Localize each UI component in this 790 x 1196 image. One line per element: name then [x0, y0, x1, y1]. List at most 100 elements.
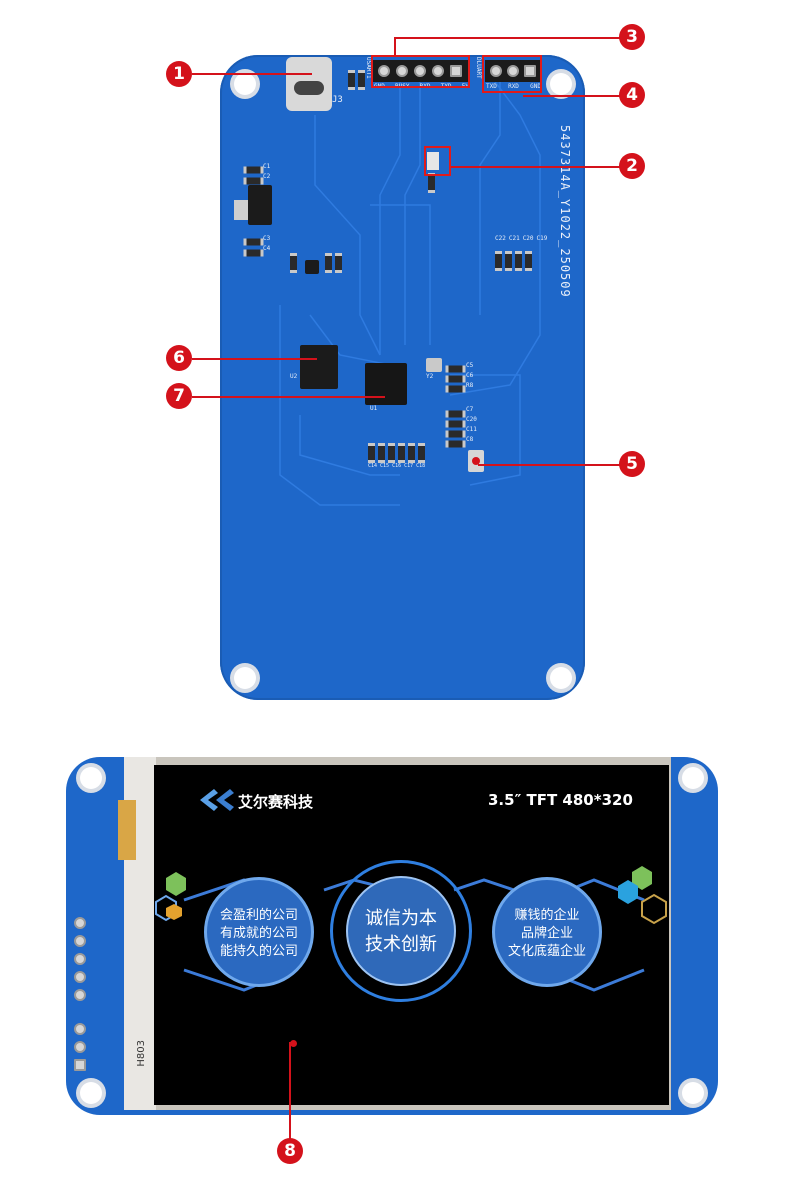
silk-c20: C20 — [522, 235, 534, 242]
capacitor — [290, 253, 297, 273]
capacitor-c2 — [243, 177, 264, 185]
leader-line-6 — [192, 358, 317, 360]
left-slogan-circle: 会盈利的公司 有成就的公司 能持久的公司 — [204, 877, 314, 987]
center-slogan-line-1: 诚信为本 — [365, 908, 437, 929]
edge-pin — [74, 989, 86, 1001]
lcd-screen: 艾尔赛科技 3.5″ TFT 480*320 会盈利的公司 有成就的公司 能持久… — [154, 765, 669, 1105]
label-txd: TXD — [486, 83, 497, 90]
header-pin — [507, 65, 519, 77]
header-pin — [414, 65, 426, 77]
edge-pin — [74, 1023, 86, 1035]
header1-title: USART1 — [365, 57, 372, 79]
capacitor-c7 — [445, 410, 466, 418]
leader-line-1 — [192, 73, 312, 75]
brand-logo-icon — [200, 789, 234, 811]
marker-5: 5 — [619, 451, 645, 477]
resistor-r5 — [358, 70, 365, 90]
marker-3: 3 — [619, 24, 645, 50]
crystal-y2 — [426, 358, 442, 372]
silk-c14: C14 — [368, 463, 378, 469]
leader-line-4 — [523, 95, 623, 97]
mounting-hole-bottom-right — [550, 667, 572, 689]
leader-line-2 — [451, 166, 623, 168]
resistor-r4 — [348, 70, 355, 90]
marker-6: 6 — [166, 345, 192, 371]
usb-c-opening — [294, 81, 324, 95]
marker-8-dot — [290, 1040, 297, 1047]
resistor — [428, 173, 435, 193]
mounting-hole-top-left — [234, 73, 256, 95]
silk-c4: C4 — [263, 245, 271, 252]
transistor — [305, 260, 319, 274]
flash-chip-u2 — [300, 345, 338, 389]
center-slogan-line-2: 技术创新 — [365, 934, 437, 955]
capacitor-c17 — [408, 443, 415, 463]
edge-pin-square — [74, 1059, 86, 1071]
left-slogan-line-2: 有成就的公司 — [219, 926, 298, 941]
capacitor — [378, 443, 385, 463]
regulator-tab — [234, 200, 248, 220]
fpc-connector — [118, 800, 136, 860]
capacitor-c15 — [388, 443, 395, 463]
crystal-labels: C5 C6 R8 — [466, 361, 473, 391]
edge-pin — [74, 935, 86, 947]
silk-c18: C18 — [416, 463, 426, 469]
silk-c1: C1 — [263, 163, 271, 170]
edge-pin — [74, 971, 86, 983]
pcb-back-board: J3 GND BUSY RXD TXD 5V USART1 TXD RXD GN… — [220, 55, 585, 700]
usb-c-port — [286, 57, 332, 111]
mounting-hole-top-right — [550, 73, 572, 95]
left-slogan-line-1: 会盈利的公司 — [219, 908, 298, 923]
marker-7: 7 — [166, 383, 192, 409]
leader-line-7 — [192, 396, 385, 398]
capacitor-c5 — [445, 365, 466, 373]
right-slogan-line-2: 品牌企业 — [520, 926, 573, 941]
silk-c16: C16 — [392, 463, 402, 469]
mounting-hole — [682, 767, 704, 789]
leader-line-5 — [478, 464, 623, 466]
reset-button — [468, 450, 484, 472]
mounting-hole — [80, 1082, 102, 1104]
silk-u1: U1 — [370, 405, 378, 412]
header-pin-square — [524, 65, 536, 77]
mounting-hole — [682, 1082, 704, 1104]
silk-c8: C8 — [466, 436, 474, 443]
leader-line-3 — [394, 37, 624, 39]
silk-c15: C15 — [380, 463, 390, 469]
board-serial: 5437314A_Y1022_250509 — [558, 125, 572, 298]
capacitor-c14 — [368, 443, 375, 463]
silk-c5: C5 — [466, 362, 474, 369]
silk-c22: C22 — [495, 235, 506, 242]
silk-c2: C2 — [263, 173, 271, 180]
capacitor-c8 — [445, 440, 466, 448]
silk-c19: C19 — [536, 235, 548, 242]
capacitor-c6 — [445, 375, 466, 383]
mcu-chip-u1 — [365, 363, 407, 405]
silk-j3: J3 — [332, 95, 343, 105]
label-gnd: GND — [530, 83, 541, 90]
mounting-hole — [80, 767, 102, 789]
capacitor-c20 — [445, 420, 466, 428]
brand-name: 艾尔赛科技 — [238, 793, 314, 811]
left-slogan-line-3: 能持久的公司 — [219, 944, 298, 959]
right-slogan-line-1: 赚钱的企业 — [514, 908, 580, 923]
voltage-regulator — [248, 185, 272, 225]
marker-8: 8 — [277, 1138, 303, 1164]
header-pin — [432, 65, 444, 77]
edge-pin — [74, 953, 86, 965]
capacitor-c20 — [515, 251, 522, 271]
header-pin — [490, 65, 502, 77]
capacitor-c16 — [398, 443, 405, 463]
capacitor-c1 — [243, 166, 264, 174]
edge-pin — [74, 917, 86, 929]
leader-line-8 — [289, 1042, 291, 1150]
capacitor — [325, 253, 332, 273]
capacitor-c18 — [418, 443, 425, 463]
header-pin-square — [450, 65, 462, 77]
pcb-traces — [279, 74, 541, 506]
silk-c21: C21 — [508, 235, 520, 242]
silk-u2: U2 — [290, 373, 298, 380]
display-spec: 3.5″ TFT 480*320 — [488, 791, 633, 809]
center-ring — [330, 860, 472, 1002]
right-slogan-line-3: 文化底蕴企业 — [507, 944, 586, 959]
